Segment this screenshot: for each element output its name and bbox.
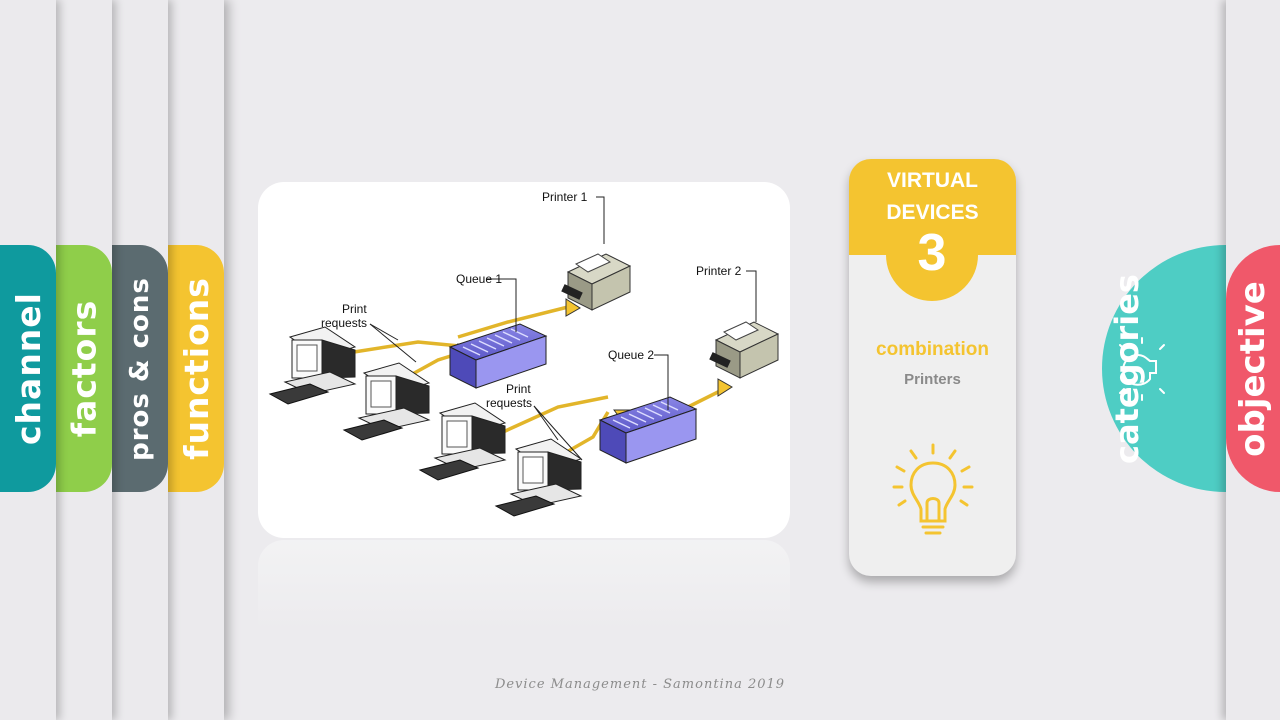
tab-pros-cons-label: pros & cons	[125, 276, 155, 461]
tab-categories[interactable]: categories	[1102, 245, 1226, 492]
callout-lines	[369, 196, 757, 461]
print-spooling-diagram: Printer 1 Queue 1 Printer 2 Queue 2 Prin…	[258, 182, 790, 538]
tab-factors[interactable]: factors	[56, 245, 112, 492]
lightbulb-icon	[1119, 337, 1165, 401]
queue-2-box	[598, 396, 698, 464]
panel-channel: channel	[0, 0, 56, 720]
arrow-printer2	[717, 378, 733, 397]
info-card-title-line2: DEVICES	[886, 201, 979, 224]
printer-2-icon	[709, 321, 780, 379]
tab-functions[interactable]: functions	[168, 245, 224, 492]
diagram-reflection	[258, 540, 790, 640]
info-card-subtitle: combination	[876, 339, 989, 360]
queue-1-box	[448, 323, 548, 389]
tab-functions-label: functions	[176, 277, 216, 460]
label-printer-1: Printer 1	[542, 190, 588, 204]
label-print-requests-2a: Print	[506, 382, 531, 396]
computer-1-icon	[268, 326, 357, 405]
panel-factors: factors	[56, 0, 112, 720]
printer-1-icon	[561, 253, 632, 311]
lightbulb-icon	[892, 443, 974, 535]
tab-categories-label: categories	[1108, 273, 1147, 464]
label-print-requests-1a: Print	[342, 302, 367, 316]
tab-objective[interactable]: objective	[1226, 245, 1280, 492]
info-card-detail: Printers	[904, 371, 961, 388]
info-card-title: VIRTUAL DEVICES	[849, 165, 1016, 229]
info-card-number-badge	[886, 201, 978, 301]
tab-factors-label: factors	[64, 299, 104, 438]
info-card-title-line1: VIRTUAL	[887, 169, 978, 192]
panel-functions: functions	[168, 0, 224, 720]
label-queue-1: Queue 1	[456, 272, 502, 286]
tab-channel[interactable]: channel	[0, 245, 56, 492]
label-queue-2: Queue 2	[608, 348, 654, 362]
label-printer-2: Printer 2	[696, 264, 742, 278]
info-card: VIRTUAL DEVICES 3 combination Printers	[849, 159, 1016, 576]
label-print-requests-1b: requests	[321, 316, 367, 330]
diagram-svg: Printer 1 Queue 1 Printer 2 Queue 2 Prin…	[268, 190, 780, 517]
footer-credit: Device Management - Samontina 2019	[494, 677, 786, 692]
panel-pros-cons: pros & cons	[112, 0, 168, 720]
label-print-requests-2b: requests	[486, 396, 532, 410]
arrow-printer1	[565, 298, 581, 317]
computer-2-icon	[342, 362, 431, 441]
tab-pros-cons[interactable]: pros & cons	[112, 245, 168, 492]
computer-3-icon	[418, 402, 507, 481]
tab-objective-label: objective	[1233, 280, 1274, 457]
computer-4-icon	[494, 438, 583, 517]
tab-channel-label: channel	[8, 291, 48, 446]
info-card-number: 3	[917, 224, 947, 282]
